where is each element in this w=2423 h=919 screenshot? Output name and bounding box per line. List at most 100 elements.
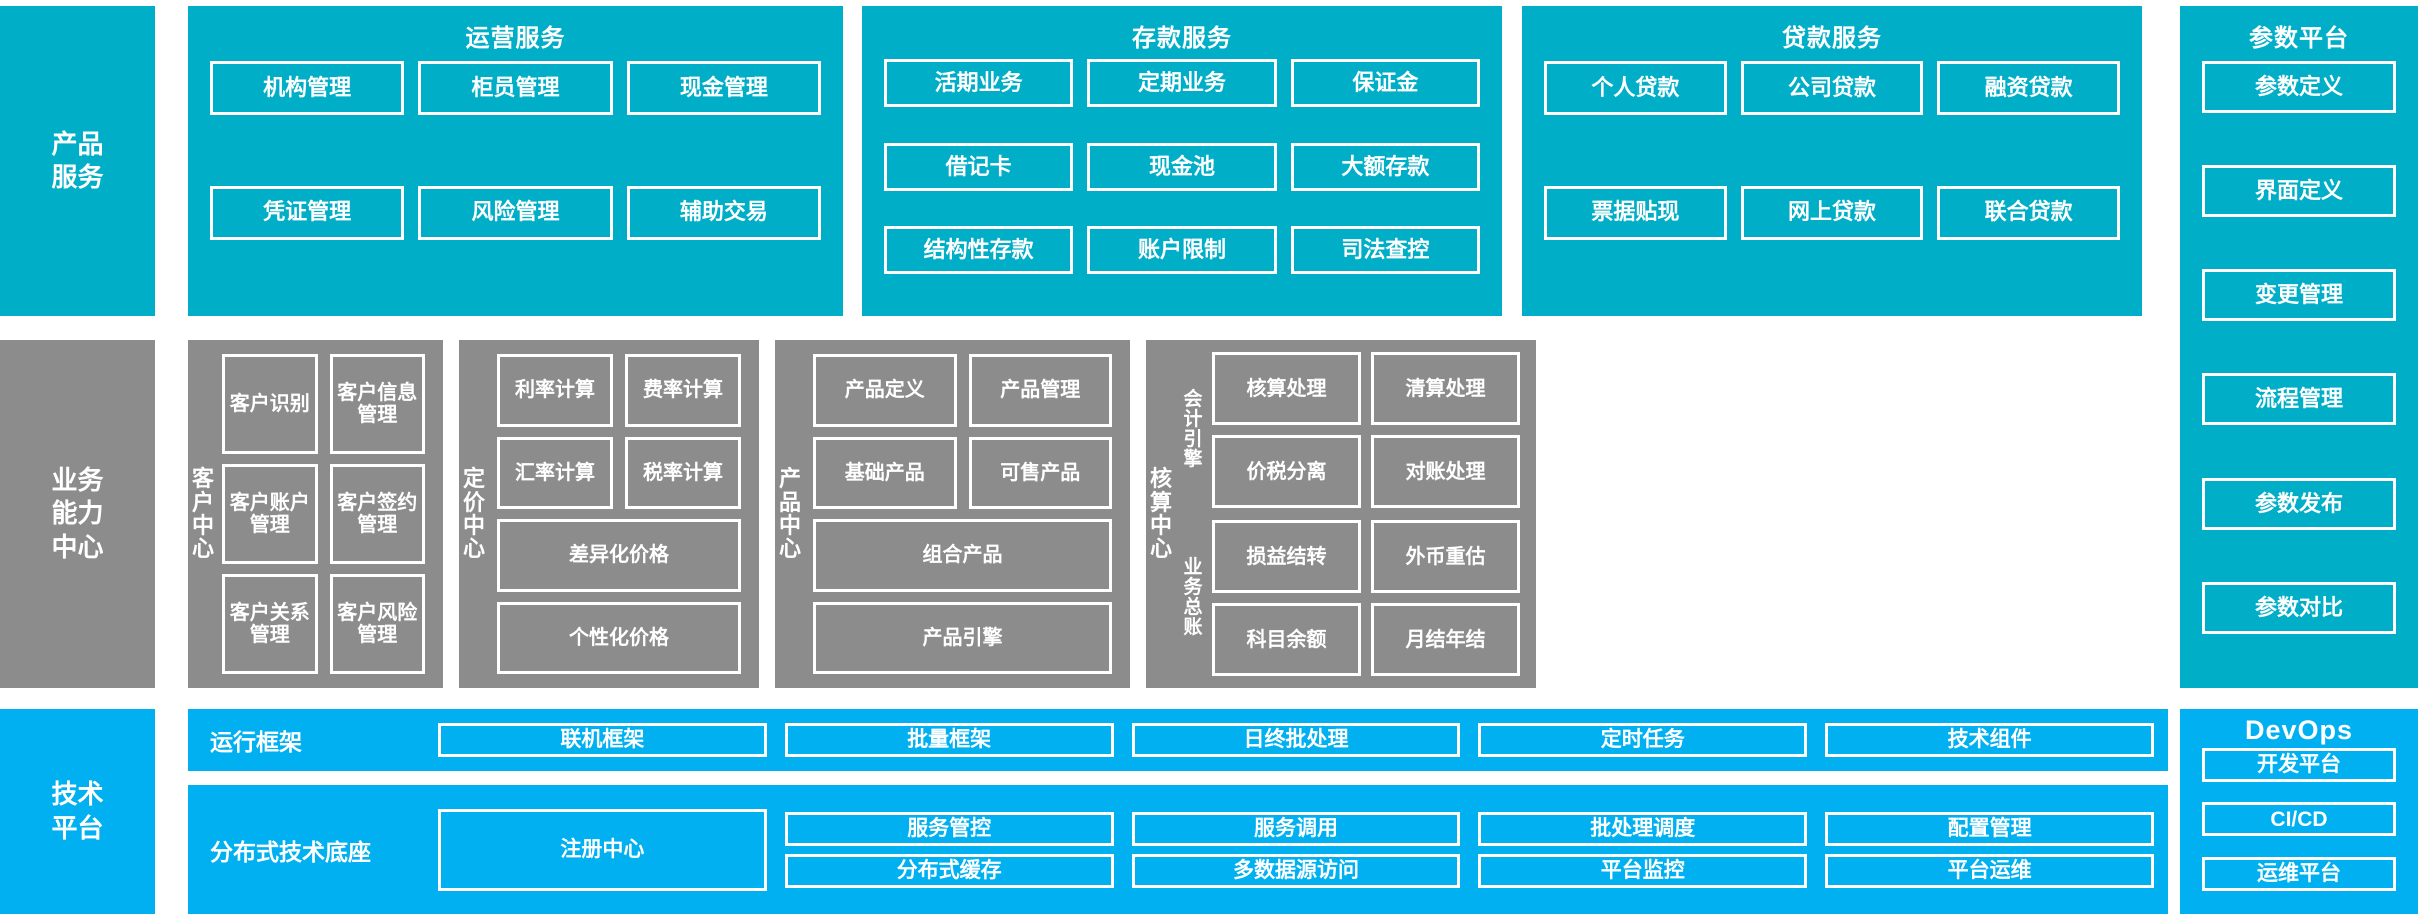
group-items-devops: 开发平台 CI/CD 运维平台 <box>2180 748 2418 914</box>
parameter-tile[interactable]: 界面定义 <box>2202 165 2396 218</box>
center-label-accounting: 核算中心 <box>1149 466 1172 562</box>
subgroup-cells: 损益结转 外币重估 科目余额 月结年结 <box>1206 520 1520 676</box>
capability-tile[interactable]: 价税分离 <box>1212 435 1361 508</box>
service-tile[interactable]: 账户限制 <box>1087 226 1277 275</box>
devops-tile[interactable]: 开发平台 <box>2202 748 2396 782</box>
capability-tile[interactable]: 产品管理 <box>968 354 1112 427</box>
parameter-tile[interactable]: 参数定义 <box>2202 61 2396 113</box>
center-label-product: 产品中心 <box>778 466 801 562</box>
service-tile[interactable]: 定期业务 <box>1087 59 1277 107</box>
tech-tile[interactable]: 技术组件 <box>1825 723 2154 757</box>
tech-tile[interactable]: 联机框架 <box>438 723 767 757</box>
capability-tile[interactable]: 外币重估 <box>1371 520 1520 593</box>
parameter-tile[interactable]: 流程管理 <box>2202 373 2396 426</box>
group-operation-services: 运营服务 机构管理 柜员管理 现金管理 凭证管理 风险管理 辅助交易 <box>188 6 843 316</box>
capability-tile[interactable]: 客户签约管理 <box>329 464 425 564</box>
capability-tile[interactable]: 损益结转 <box>1212 520 1361 593</box>
service-tile[interactable]: 司法查控 <box>1290 226 1480 275</box>
service-tile[interactable]: 票据贴现 <box>1544 185 1727 240</box>
group-title-operation-services: 运营服务 <box>465 25 566 52</box>
center-row: 汇率计算 税率计算 <box>497 436 741 509</box>
service-tile[interactable]: 凭证管理 <box>210 185 405 240</box>
capability-tile[interactable]: 核算处理 <box>1212 352 1361 425</box>
capability-tile[interactable]: 对账处理 <box>1371 435 1520 508</box>
capability-tile[interactable]: 可售产品 <box>968 436 1112 509</box>
band-label-distributed-foundation: 分布式技术底座 <box>210 838 371 865</box>
capability-tile[interactable]: 个性化价格 <box>497 601 741 674</box>
service-tile[interactable]: 风险管理 <box>418 185 613 240</box>
service-tile[interactable]: 活期业务 <box>884 59 1074 107</box>
tech-tile[interactable]: 平台运维 <box>1825 853 2154 888</box>
row-label-product-services: 产品服务 <box>0 6 155 316</box>
group-deposit-services: 存款服务 活期业务 定期业务 保证金 借记卡 现金池 大额存款 结构性存款 账户… <box>862 6 1502 316</box>
band-cells-runtime-framework: 联机框架 批量框架 日终批处理 定时任务 技术组件 <box>438 723 2168 757</box>
tech-tile[interactable]: 日终批处理 <box>1131 723 1461 757</box>
center-row: 差异化价格 <box>497 519 741 592</box>
center-content-pricing: 利率计算 费率计算 汇率计算 税率计算 差异化价格 个性化价格 <box>489 340 759 688</box>
parameter-tile[interactable]: 参数发布 <box>2202 477 2396 530</box>
center-row: 客户账户管理 客户签约管理 <box>222 464 425 564</box>
capability-tile[interactable]: 客户关系管理 <box>222 574 318 674</box>
service-tile[interactable]: 大额存款 <box>1290 142 1480 191</box>
service-tile[interactable]: 机构管理 <box>210 61 405 115</box>
service-tile[interactable]: 辅助交易 <box>626 185 821 240</box>
tech-tile[interactable]: 分布式缓存 <box>784 853 1114 888</box>
tech-tile[interactable]: 定时任务 <box>1478 723 1808 757</box>
capability-tile[interactable]: 产品引擎 <box>813 601 1112 674</box>
capability-tile[interactable]: 客户账户管理 <box>222 464 318 564</box>
capability-tile[interactable]: 费率计算 <box>625 354 741 427</box>
capability-tile[interactable]: 客户风险管理 <box>329 574 425 674</box>
subgroup-label-accounting-engine: 会计引擎 <box>1183 388 1203 471</box>
service-tile[interactable]: 公司贷款 <box>1740 61 1924 115</box>
tech-tile[interactable]: 服务调用 <box>1131 811 1461 846</box>
capability-tile[interactable]: 月结年结 <box>1371 603 1520 676</box>
service-tile[interactable]: 联合贷款 <box>1937 185 2120 240</box>
group-title-parameter-platform: 参数平台 <box>2249 25 2349 52</box>
capability-tile[interactable]: 汇率计算 <box>497 436 613 509</box>
subgroup-general-ledger: 业务总账 损益结转 外币重估 科目余额 月结年结 <box>1180 520 1520 676</box>
devops-tile[interactable]: 运维平台 <box>2202 856 2396 891</box>
service-tile[interactable]: 现金池 <box>1087 142 1277 191</box>
center-row: 利率计算 费率计算 <box>497 354 741 427</box>
center-row: 个性化价格 <box>497 601 741 674</box>
center-label-pricing: 定价中心 <box>462 466 485 562</box>
capability-tile[interactable]: 利率计算 <box>497 354 613 427</box>
service-tile[interactable]: 保证金 <box>1290 59 1480 107</box>
service-tile[interactable]: 结构性存款 <box>884 226 1074 275</box>
service-tile[interactable]: 柜员管理 <box>418 61 613 115</box>
tech-tile[interactable]: 配置管理 <box>1825 811 2154 846</box>
group-title-loan-services: 贷款服务 <box>1782 25 1882 52</box>
capability-tile[interactable]: 基础产品 <box>813 436 957 509</box>
service-tile[interactable]: 网上贷款 <box>1740 185 1924 240</box>
capability-tile[interactable]: 产品定义 <box>813 354 957 427</box>
capability-tile[interactable]: 客户识别 <box>222 354 318 454</box>
devops-tile[interactable]: CI/CD <box>2202 802 2396 837</box>
capability-tile[interactable]: 清算处理 <box>1371 352 1520 425</box>
tech-tile[interactable]: 多数据源访问 <box>1131 853 1461 888</box>
group-title-deposit-services: 存款服务 <box>1132 25 1232 52</box>
band-distributed-foundation: 分布式技术底座 注册中心 服务管控 服务调用 批处理调度 配置管理 分布式缓存 … <box>188 785 2168 914</box>
center-content-product: 产品定义 产品管理 基础产品 可售产品 组合产品 产品引擎 <box>805 340 1130 688</box>
tech-tile-registry[interactable]: 注册中心 <box>438 808 767 891</box>
tech-tile[interactable]: 批处理调度 <box>1478 811 1808 846</box>
group-parameter-platform: 参数平台 参数定义 界面定义 变更管理 流程管理 参数发布 参数对比 <box>2180 6 2418 688</box>
capability-tile[interactable]: 税率计算 <box>625 436 741 509</box>
capability-tile[interactable]: 客户信息管理 <box>329 354 425 454</box>
service-tile[interactable]: 借记卡 <box>884 142 1074 191</box>
capability-tile[interactable]: 组合产品 <box>813 519 1112 592</box>
center-row: 基础产品 可售产品 <box>813 436 1112 509</box>
service-tile[interactable]: 个人贷款 <box>1544 61 1727 115</box>
center-content-accounting: 会计引擎 核算处理 清算处理 价税分离 对账处理 业务总账 损益结转 外币重估 … <box>1176 340 1536 688</box>
capability-tile[interactable]: 差异化价格 <box>497 519 741 592</box>
band-runtime-framework: 运行框架 联机框架 批量框架 日终批处理 定时任务 技术组件 <box>188 709 2168 771</box>
tech-tile[interactable]: 批量框架 <box>784 723 1114 757</box>
capability-tile[interactable]: 科目余额 <box>1212 603 1361 676</box>
tech-tile[interactable]: 平台监控 <box>1478 853 1808 888</box>
parameter-tile[interactable]: 变更管理 <box>2202 269 2396 322</box>
service-tile[interactable]: 融资贷款 <box>1937 61 2120 115</box>
tech-tile[interactable]: 服务管控 <box>784 811 1114 846</box>
group-items-operation-services: 机构管理 柜员管理 现金管理 凭证管理 风险管理 辅助交易 <box>188 57 843 316</box>
center-row: 产品引擎 <box>813 601 1112 674</box>
parameter-tile[interactable]: 参数对比 <box>2202 581 2396 634</box>
service-tile[interactable]: 现金管理 <box>626 61 821 115</box>
